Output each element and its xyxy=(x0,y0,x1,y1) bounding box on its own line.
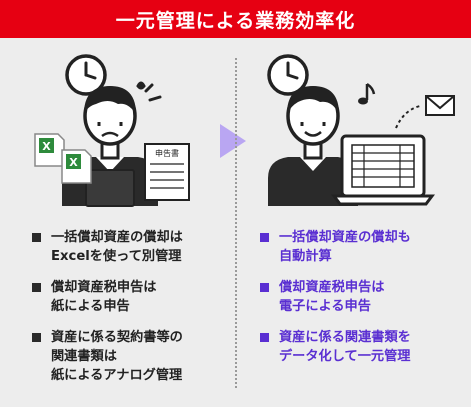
svg-text:X: X xyxy=(69,156,78,169)
before-list: 一括償却資産の償却は Excelを使って別管理 償却資産税申告は 紙による申告 … xyxy=(32,228,232,397)
list-item-text: 資産に係る関連書類を データ化して一元管理 xyxy=(279,330,411,364)
list-item: 償却資産税申告は 紙による申告 xyxy=(32,278,232,316)
bullet-square-icon xyxy=(32,233,41,242)
banner-title: 一元管理による業務効率化 xyxy=(115,9,356,32)
list-item-text: 一括償却資産の償却も 自動計算 xyxy=(279,230,411,264)
bullet-square-icon xyxy=(32,333,41,342)
list-item: 資産に係る関連書類を データ化して一元管理 xyxy=(260,328,465,366)
happy-person-icon xyxy=(268,86,358,206)
worried-person-icon xyxy=(62,86,158,207)
music-note-icon xyxy=(358,82,376,105)
envelope-icon xyxy=(395,95,455,129)
list-item-text: 償却資産税申告は 電子による申告 xyxy=(279,280,385,314)
list-item: 一括償却資産の償却は Excelを使って別管理 xyxy=(32,228,232,266)
clock-icon xyxy=(267,54,309,96)
svg-text:X: X xyxy=(42,140,51,153)
transition-arrow-icon xyxy=(220,124,246,158)
clock-icon xyxy=(65,54,107,96)
document-label: 申告書 xyxy=(155,148,179,158)
bullet-square-icon xyxy=(260,283,269,292)
list-item: 一括償却資産の償却も 自動計算 xyxy=(260,228,465,266)
list-item-text: 資産に係る契約書等の 関連書類は 紙によるアナログ管理 xyxy=(51,330,183,383)
title-banner: 一元管理による業務効率化 xyxy=(0,0,471,38)
bullet-square-icon xyxy=(260,233,269,242)
stress-lines-icon xyxy=(136,81,162,102)
bullet-square-icon xyxy=(260,333,269,342)
column-divider xyxy=(235,58,237,388)
list-item-text: 一括償却資産の償却は Excelを使って別管理 xyxy=(51,230,183,264)
list-item-text: 償却資産税申告は 紙による申告 xyxy=(51,280,157,314)
after-illustration xyxy=(267,54,455,206)
laptop-icon xyxy=(331,134,435,206)
list-item: 資産に係る契約書等の 関連書類は 紙によるアナログ管理 xyxy=(32,328,232,385)
paper-document-icon: 申告書 xyxy=(144,143,190,201)
bullet-square-icon xyxy=(32,283,41,292)
excel-file-icon: X X xyxy=(34,133,92,184)
list-item: 償却資産税申告は 電子による申告 xyxy=(260,278,465,316)
after-list: 一括償却資産の償却も 自動計算 償却資産税申告は 電子による申告 資産に係る関連… xyxy=(260,228,465,378)
before-illustration: X X 申告書 xyxy=(34,54,190,207)
